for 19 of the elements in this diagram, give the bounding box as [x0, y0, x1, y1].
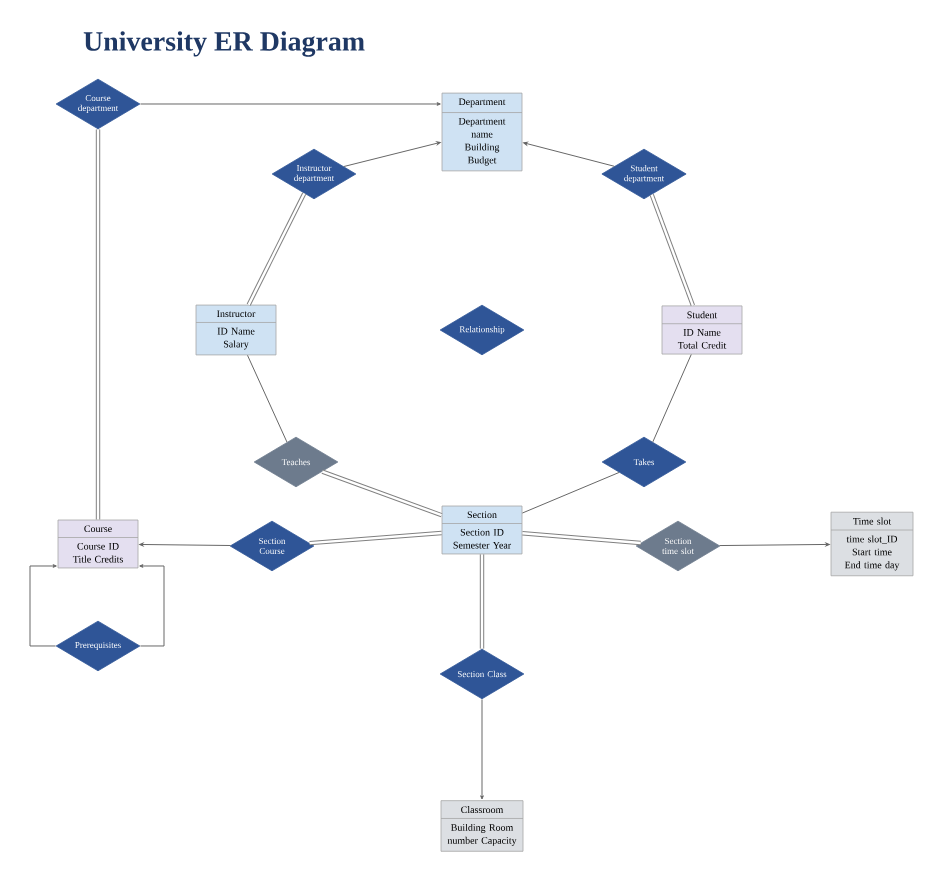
connector [521, 471, 620, 514]
connector [139, 564, 165, 647]
connector [247, 354, 288, 443]
connector [343, 141, 441, 167]
connector [523, 141, 615, 167]
connector [652, 353, 692, 443]
connector [522, 531, 641, 546]
connector [139, 542, 231, 547]
connector [649, 194, 695, 307]
connector [719, 542, 830, 547]
connector [309, 530, 442, 546]
connector [480, 698, 484, 800]
title: University ER Diagram [83, 31, 365, 57]
connector [29, 564, 57, 647]
connector [321, 469, 443, 518]
connector [139, 102, 441, 106]
connector [95, 129, 101, 520]
connector [479, 554, 485, 649]
connector [246, 192, 307, 306]
